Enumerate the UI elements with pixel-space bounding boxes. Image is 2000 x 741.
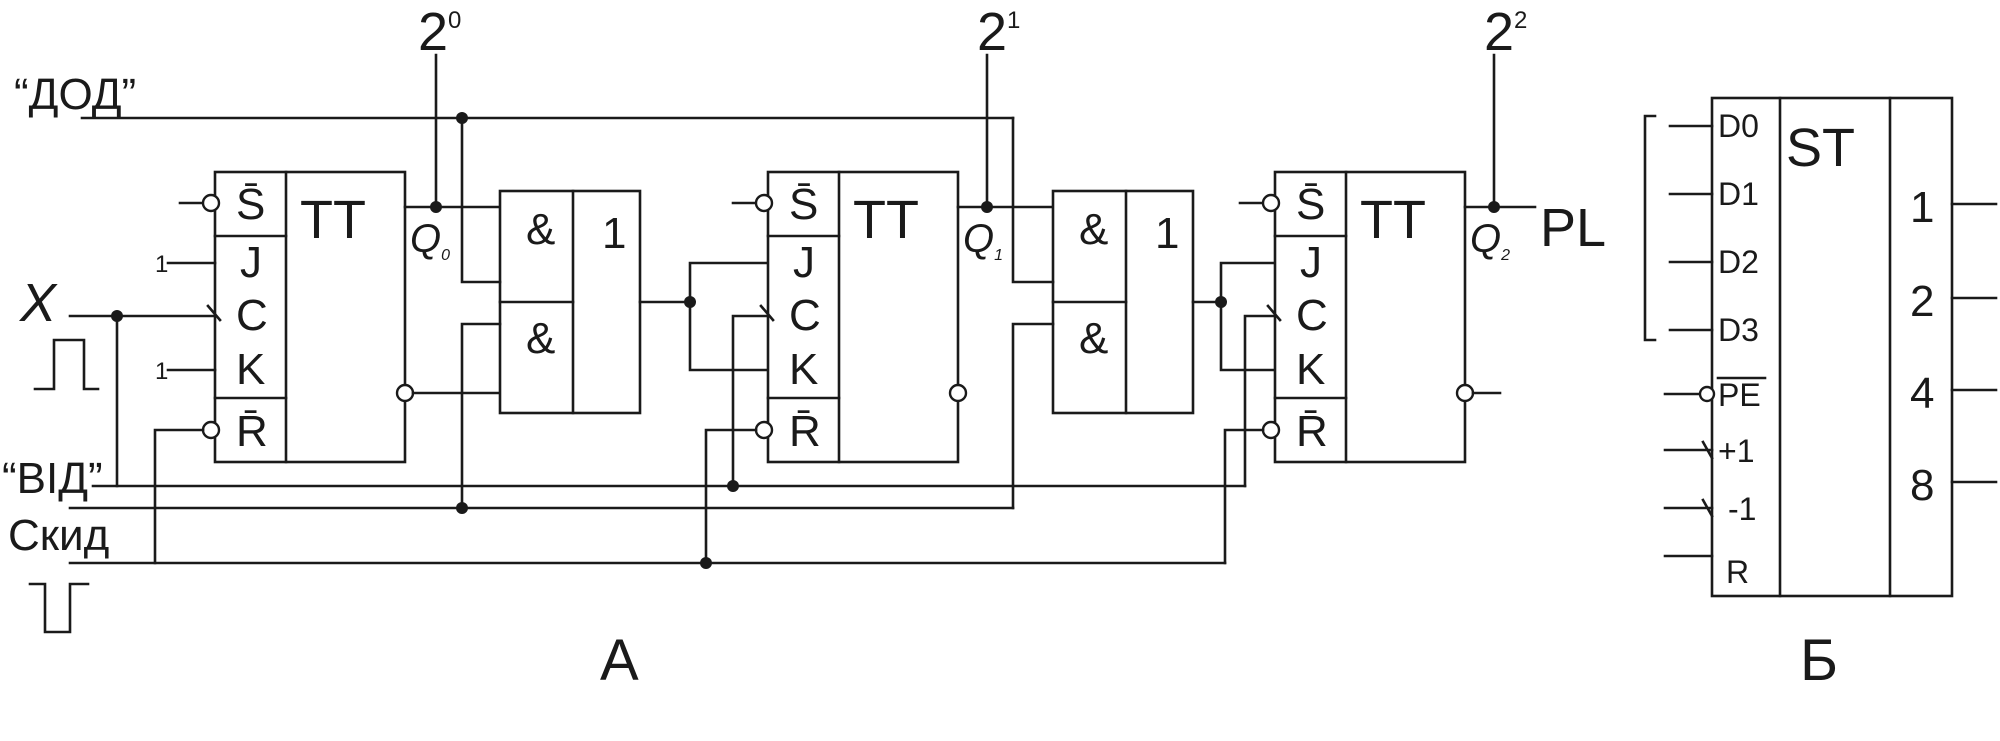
flipflop-0-body	[213, 170, 407, 464]
flipflop-0-j-const: 1	[155, 251, 168, 278]
flipflop-1-body	[766, 170, 960, 464]
ic-pin-d3: D3	[1718, 312, 1759, 348]
reset-input-label: Скид	[8, 511, 109, 560]
ic-pin-d2: D2	[1718, 244, 1759, 280]
bit1-output-label: 21	[977, 2, 1020, 62]
flipflop-2-pin-r: R̄	[1296, 407, 1328, 456]
flipflop-1-pin-j: J	[793, 238, 815, 287]
flipflop-1-pin-k: K	[789, 345, 818, 394]
flipflop-2-pin-k: K	[1296, 345, 1325, 394]
gate-1-and-2: &	[1079, 314, 1108, 363]
flipflop-2-body	[1273, 170, 1467, 464]
flipflop-0: TT S̄ J C K R̄ Q0 1 1	[153, 170, 502, 565]
gate-0-or: 1	[602, 209, 626, 258]
ic-pin-pe: PE	[1718, 377, 1761, 413]
gate-1-or: 1	[1155, 209, 1179, 258]
ic-pin-d0: D0	[1718, 108, 1759, 144]
flipflop-0-pin-r: R̄	[236, 407, 268, 456]
gate-0-and-2: &	[526, 314, 555, 363]
flipflop-2-title: TT	[1360, 190, 1426, 250]
circuit-b: ST D0 D1 D2 D3 PE +1 -1 R 1 2 4	[1643, 96, 1998, 693]
dod-input-label: “ДОД”	[14, 70, 136, 119]
flipflop-2-qbar-inverter	[1455, 383, 1475, 403]
flipflop-2: TT S̄ J C K R̄ Q2	[1223, 170, 1537, 565]
ic-pin-d1: D1	[1718, 176, 1759, 212]
flipflop-0-qbar-inverter	[395, 383, 415, 403]
flipflop-1-pin-c: C	[789, 291, 821, 340]
gate-block-0: & & 1	[456, 112, 696, 514]
flipflop-0-k-const: 1	[155, 358, 168, 385]
vid-input-label: “ВІД”	[2, 454, 103, 503]
flipflop-1-title: TT	[853, 190, 919, 250]
flipflop-0-pin-j: J	[240, 238, 262, 287]
flipflop-0-q-label: Q0	[410, 217, 450, 264]
ic-pe-inverter	[1698, 385, 1716, 403]
counter-ic-title: ST	[1786, 118, 1855, 178]
ic-pin-count-down: -1	[1728, 491, 1756, 527]
bit2-output-label: 22	[1484, 2, 1527, 62]
gate-block-1: & & 1	[1011, 116, 1227, 510]
clock-input-label: X	[18, 273, 58, 333]
flipflop-2-q-label: Q2	[1470, 217, 1510, 264]
flipflop-2-r-inverter	[1261, 420, 1281, 440]
flipflop-0-s-inverter	[201, 193, 221, 213]
flipflop-0-pin-k: K	[236, 345, 265, 394]
gate-1-and-1: &	[1079, 205, 1108, 254]
ic-output-2: 2	[1910, 277, 1934, 326]
flipflop-2-pin-j: J	[1300, 238, 1322, 287]
flipflop-1: TT S̄ J C K R̄ Q1	[700, 170, 1055, 569]
flipflop-2-pin-s: S̄	[1296, 180, 1325, 229]
ic-output-1: 1	[1910, 183, 1934, 232]
flipflop-1-qbar-inverter	[948, 383, 968, 403]
circuit-a: “ДОД” “ВІД” Скид X TT S̄ J C K R̄ Q0	[2, 2, 1606, 693]
circuit-a-caption: А	[600, 628, 639, 693]
flipflop-2-s-inverter	[1261, 193, 1281, 213]
negative-pulse-symbol	[28, 582, 90, 634]
ic-output-4: 4	[1910, 369, 1934, 418]
flipflop-1-r-inverter	[754, 420, 774, 440]
ic-pin-reset: R	[1726, 554, 1749, 590]
flipflop-1-pin-s: S̄	[789, 180, 818, 229]
counter-ic-body	[1710, 96, 1954, 598]
flipflop-2-pin-c: C	[1296, 291, 1328, 340]
bit0-output-label: 20	[418, 2, 461, 62]
flipflop-0-pin-s: S̄	[236, 180, 265, 229]
circuit-b-caption: Б	[1800, 628, 1838, 693]
flipflop-1-pin-r: R̄	[789, 407, 821, 456]
positive-pulse-symbol	[33, 338, 100, 391]
flipflop-1-q-label: Q1	[963, 217, 1003, 264]
ic-output-8: 8	[1910, 461, 1934, 510]
data-inputs-bracket	[1643, 114, 1657, 342]
flipflop-0-pin-c: C	[236, 291, 268, 340]
flipflop-1-s-inverter	[754, 193, 774, 213]
pl-output-label: PL	[1540, 198, 1606, 258]
gate-0-and-1: &	[526, 205, 555, 254]
flipflop-0-r-inverter	[201, 420, 221, 440]
flipflop-0-title: TT	[300, 190, 366, 250]
ic-pin-count-up: +1	[1718, 433, 1754, 469]
